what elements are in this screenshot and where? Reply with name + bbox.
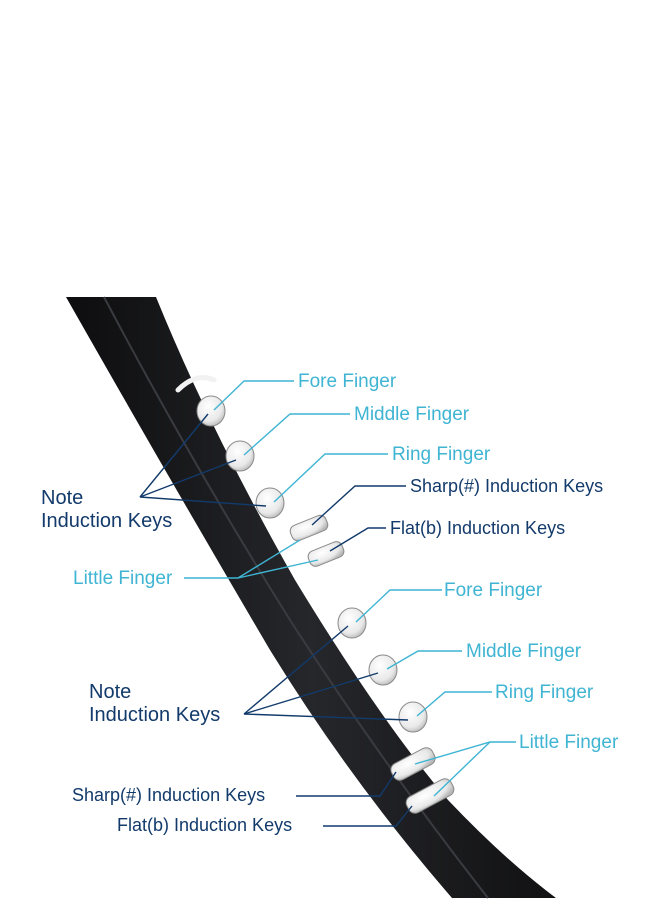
- lower-note-keys-label: Note Induction Keys: [89, 681, 220, 727]
- upper-flat-keys-label: Flat(b) Induction Keys: [390, 518, 566, 538]
- upper-middle-finger-label: Middle Finger: [354, 404, 470, 425]
- top-arc-key: [175, 375, 217, 393]
- upper-fore-finger-label: Fore Finger: [298, 371, 397, 392]
- upper-ring-finger-key: [255, 487, 285, 519]
- upper-middle-finger-key: [225, 440, 255, 472]
- lower-ring-finger-key: [398, 701, 428, 733]
- lower-fore-finger-label: Fore Finger: [444, 580, 543, 601]
- upper-note-keys-line2: Induction Keys: [41, 510, 173, 532]
- lower-note-keys-line1: Note: [89, 681, 132, 703]
- lower-finger-leaders: [355, 589, 516, 797]
- lower-flat-keys-label: Flat(b) Induction Keys: [117, 815, 293, 835]
- lower-fore-finger-key: [337, 607, 367, 639]
- upper-key-leaders: [139, 413, 406, 552]
- lower-sharp-keys-label: Sharp(#) Induction Keys: [72, 785, 266, 805]
- lower-middle-finger-label: Middle Finger: [466, 641, 582, 662]
- upper-note-keys-line1: Note: [41, 487, 84, 509]
- upper-ring-finger-label: Ring Finger: [392, 444, 491, 465]
- instrument-body: [66, 297, 556, 898]
- upper-little-finger-label: Little Finger: [73, 568, 173, 589]
- lower-ring-finger-label: Ring Finger: [495, 682, 594, 703]
- upper-flat-key: [307, 541, 345, 567]
- lower-middle-finger-key: [368, 654, 398, 686]
- upper-note-keys-label: Note Induction Keys: [41, 487, 172, 533]
- lower-little-finger-label: Little Finger: [519, 732, 619, 753]
- upper-finger-leaders: [184, 380, 388, 579]
- lower-note-keys-line2: Induction Keys: [89, 704, 221, 726]
- upper-sharp-key: [289, 514, 329, 542]
- lower-sharp-key: [390, 747, 436, 781]
- upper-sharp-keys-label: Sharp(#) Induction Keys: [410, 476, 604, 496]
- lower-key-leaders: [243, 625, 413, 827]
- lower-flat-key: [405, 778, 455, 814]
